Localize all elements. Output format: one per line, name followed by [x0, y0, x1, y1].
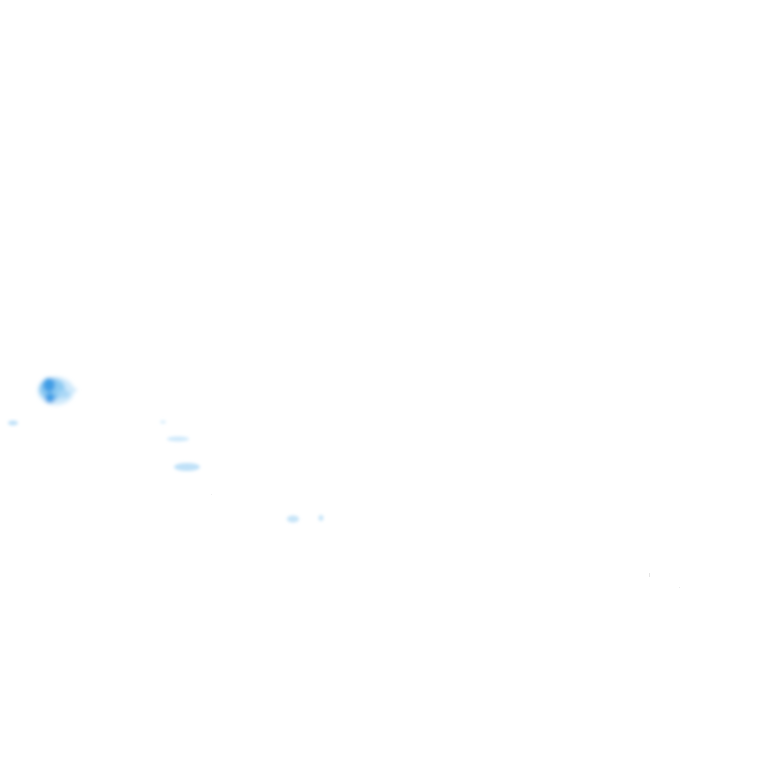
radar-echo-small [287, 515, 299, 523]
radar-echo-small [8, 420, 18, 426]
radar-echo-small [211, 494, 680, 588]
radar-echo-small [318, 515, 324, 521]
radar-echo-small [174, 463, 200, 471]
radar-echo-main [38, 377, 77, 405]
radar-echo-small [160, 420, 189, 442]
